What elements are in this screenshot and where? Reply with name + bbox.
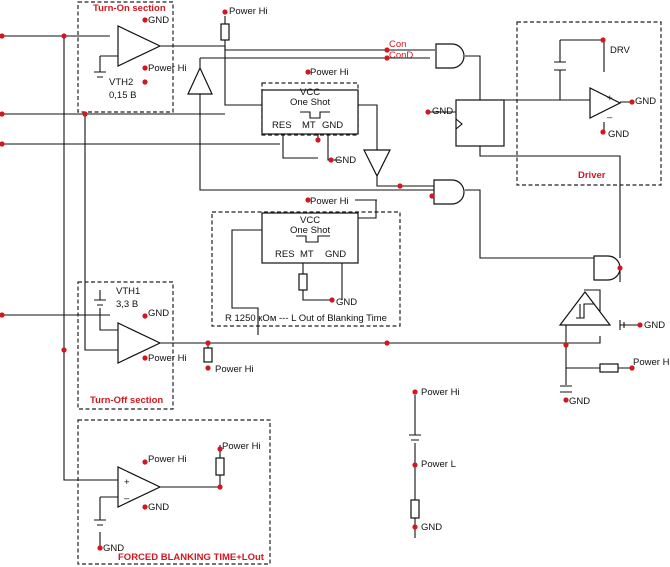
battery-blanking-icon (94, 519, 106, 526)
one-shot-2-gnd: GND (325, 249, 346, 260)
blanking-note: R 1250 кОм --- L Out of Blanking Time (225, 313, 387, 324)
turn-off-gnd-label: GND (148, 308, 169, 319)
top-power-hi-label: Power Hi (229, 6, 268, 17)
signal-cond-label: ConD (389, 50, 413, 61)
junction-dots (0, 9, 643, 551)
schmitt-trigger (558, 291, 612, 326)
one-shot-1-gnd-out: GND (335, 155, 356, 166)
wires (0, 16, 640, 548)
resistor-driver (599, 363, 619, 373)
turn-on-section-box (77, 1, 174, 113)
buffer-down-icon (363, 149, 391, 178)
resistor-forced (215, 457, 225, 476)
flip-flop-clock-icon (455, 118, 463, 130)
one-shot-pulse-icon (300, 111, 330, 119)
forced-comp-plus: + (124, 477, 130, 488)
driver-gnd-bottom-label: GND (608, 129, 629, 140)
column-power-l-label: Power L (421, 459, 456, 470)
driver-drv-label: DRV (610, 45, 631, 56)
resistor-power-column (410, 499, 420, 519)
one-shot-1-power-hi: Power Hi (310, 67, 349, 78)
driver-gnd-out-label: GND (635, 96, 656, 107)
turn-off-comparator (117, 322, 162, 364)
turn-off-res-power-hi-label: Power Hi (215, 364, 254, 375)
vth1-label: VTH1 (116, 286, 140, 297)
column-gnd-label: GND (421, 522, 442, 533)
flip-flop-gnd-label: GND (432, 106, 453, 117)
capacitor-driver-icon (554, 61, 566, 71)
one-shot-2 (261, 212, 359, 264)
and-gate-output (593, 255, 621, 281)
one-shot-2-mt: MT (300, 249, 314, 260)
schmitt-gnd-label: GND (644, 320, 665, 331)
signal-con-label: Con (389, 39, 406, 50)
one-shot-2-vcc: VCC (300, 215, 320, 226)
blanking-one-shot-box (211, 211, 401, 327)
forced-res-power-hi-label: Power Hi (222, 441, 261, 452)
resistor-blanking (298, 273, 308, 291)
forced-power-hi-label: Power Hi (148, 454, 187, 465)
one-shot-1-gnd: GND (322, 120, 343, 131)
and-gate-con (435, 43, 465, 69)
one-shot-1-name: One Shot (290, 97, 330, 108)
schmitt-power-hi-label: Power Hi (633, 357, 670, 368)
turn-off-power-hi-label: Power Hi (148, 353, 187, 364)
forced-bottom-gnd-label: GND (103, 543, 124, 554)
vth2-label: VTH2 (109, 77, 133, 88)
resistor-turn-off (203, 347, 213, 363)
column-power-hi-label: Power Hi (421, 387, 460, 398)
driver-amplifier (589, 87, 622, 119)
forced-blanking-title: FORCED BLANKING TIME+LOut (118, 552, 265, 563)
vth1-value: 3,3 В (116, 299, 138, 310)
capacitor-schmitt-icon (560, 385, 572, 393)
flip-flop (455, 99, 505, 147)
turn-on-gnd-label: GND (148, 15, 169, 26)
driver-section-box (516, 21, 662, 186)
ground-bias-icon (619, 320, 625, 330)
and-gate-blanking (433, 179, 465, 205)
schmitt-hysteresis-icon (576, 303, 594, 319)
turn-off-section-title: Turn-Off section (90, 395, 163, 406)
resistor-power-hi (220, 23, 230, 41)
vth2-value: 0,15 В (109, 90, 136, 101)
buffer-up-icon (187, 66, 213, 95)
one-shot-pulse-icon-2 (296, 235, 330, 243)
one-shot-1-vcc: VCC (300, 87, 320, 98)
one-shot-2-power-hi: Power Hi (310, 196, 349, 207)
one-shot-2-res: RES (275, 249, 295, 260)
one-shot-2-gnd-out: GND (336, 297, 357, 308)
turn-on-section-title: Turn-On section (93, 3, 166, 14)
driver-minus: – (607, 112, 613, 123)
battery-vth2-icon (94, 71, 106, 78)
one-shot-2-name: One Shot (290, 225, 330, 236)
forced-comp-minus: – (124, 493, 130, 504)
one-shot-1-res: RES (272, 120, 292, 131)
blanking-comparator (117, 466, 162, 508)
battery-vth1-icon (94, 299, 106, 306)
schmitt-cap-gnd-label: GND (569, 396, 590, 407)
driver-plus: + (607, 93, 613, 104)
turn-on-comparator (117, 25, 162, 67)
forced-blanking-box (77, 419, 271, 565)
turn-off-section-box (77, 281, 174, 410)
forced-gnd-label: GND (148, 502, 169, 513)
driver-title: Driver (578, 170, 606, 181)
turn-on-power-hi-label: Power Hi (148, 63, 187, 74)
battery-column-icon (409, 434, 421, 441)
one-shot-1-mt: MT (302, 120, 316, 131)
